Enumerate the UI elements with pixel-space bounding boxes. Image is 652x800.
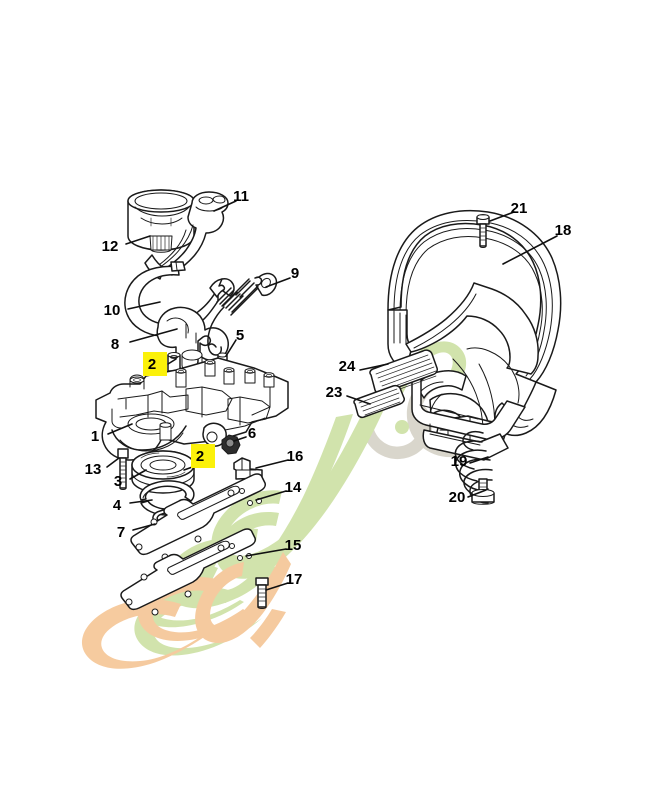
callout-label-2-lower: 2 xyxy=(196,448,204,465)
leader-lines xyxy=(106,200,558,591)
callout-label-17: 17 xyxy=(286,571,303,588)
part-15-gasket-lower xyxy=(120,528,256,616)
callout-label-9: 9 xyxy=(291,265,299,282)
pad-ridges xyxy=(375,354,437,395)
highlight-box-2-lower xyxy=(191,444,215,468)
callout-label-19: 19 xyxy=(451,453,468,470)
callout-label-3: 3 xyxy=(114,473,122,490)
callout-label-23: 23 xyxy=(326,384,343,401)
part-20-shoulder-bolt xyxy=(471,478,495,505)
callout-label-8: 8 xyxy=(111,336,119,353)
callout-label-6: 6 xyxy=(248,425,256,442)
callout-labels: 11 12 10 9 8 5 2 1 6 2 13 3 4 7 16 14 15… xyxy=(85,188,572,588)
part-9-tension-spring xyxy=(207,272,278,356)
part-17-pan-head-screw xyxy=(255,577,269,609)
callout-label-4: 4 xyxy=(113,497,122,514)
pad-ridges-small xyxy=(358,388,401,416)
callout-label-20: 20 xyxy=(449,489,466,506)
callout-label-13: 13 xyxy=(85,461,102,478)
callout-label-15: 15 xyxy=(285,537,302,554)
callout-label-11: 11 xyxy=(233,188,249,205)
callout-label-5: 5 xyxy=(236,327,244,344)
callout-label-7: 7 xyxy=(117,524,125,541)
part-13-hex-screw xyxy=(117,448,129,490)
callout-label-18: 18 xyxy=(555,222,572,239)
callout-label-2-upper: 2 xyxy=(148,356,156,373)
callout-label-16: 16 xyxy=(287,448,304,465)
callout-label-12: 12 xyxy=(102,238,119,255)
highlight-box-2-upper xyxy=(143,352,167,376)
callout-label-10: 10 xyxy=(104,302,121,319)
callout-label-24: 24 xyxy=(339,358,356,375)
callout-label-21: 21 xyxy=(511,200,528,217)
callout-label-1: 1 xyxy=(91,428,99,445)
callout-label-14: 14 xyxy=(285,479,302,496)
part-21-hex-bolt xyxy=(476,214,490,248)
part-1-gear-housing xyxy=(95,357,289,461)
